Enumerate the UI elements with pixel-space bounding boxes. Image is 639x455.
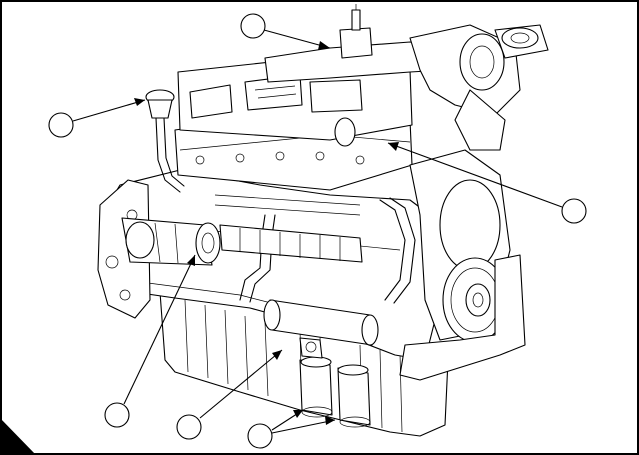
leader-line: [271, 419, 336, 434]
fuel-filter: [299, 337, 323, 359]
turbocharger: [409, 24, 549, 151]
leader-lines: [72, 29, 563, 434]
callout-circle: [48, 112, 74, 138]
leader-line: [72, 99, 146, 122]
leader-line: [123, 254, 196, 405]
callout-circle: [240, 13, 266, 39]
leader-arrowhead: [272, 350, 282, 360]
leader-arrowhead: [134, 98, 145, 106]
callout-circle: [247, 423, 273, 449]
leader-line: [387, 142, 563, 208]
leader-arrowhead: [187, 255, 195, 266]
oil-filler: [145, 89, 185, 193]
leader-arrowhead: [325, 416, 335, 425]
fuel-injection-pump: [214, 194, 363, 263]
leader-line: [263, 29, 331, 49]
callout-circle: [176, 414, 202, 440]
leader-arrowhead: [293, 410, 303, 418]
callout-circle: [104, 402, 130, 428]
flywheel-housing: [97, 179, 151, 319]
leader-arrowhead: [318, 41, 330, 50]
lube-oil-filters: [299, 356, 371, 428]
callout-circle: [561, 198, 587, 224]
starter-motor: [121, 217, 221, 266]
engine: [97, 4, 549, 437]
leader-line: [199, 349, 283, 419]
leader-arrowhead: [388, 142, 399, 151]
oil-cooler: [263, 299, 379, 346]
corner-tab: [0, 418, 36, 455]
callouts: [48, 13, 587, 449]
air-intake-pipe: [264, 4, 446, 83]
coolant-pipe: [239, 197, 416, 304]
rocker-cover: [177, 59, 413, 147]
engine-mount: [399, 254, 526, 381]
